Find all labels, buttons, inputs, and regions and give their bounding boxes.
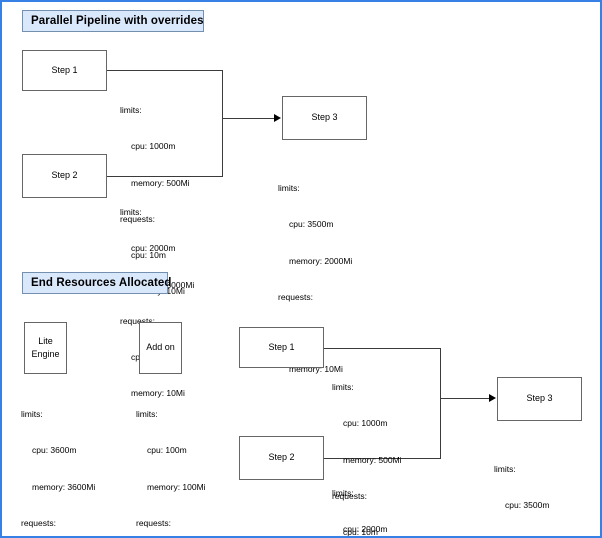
limits-label: limits: — [278, 183, 300, 194]
section-title-end-resources-allocated: End Resources Allocated — [22, 272, 171, 294]
requests-cpu: cpu: 10m — [131, 249, 166, 260]
node-label-line1: Lite — [38, 335, 53, 346]
limits-cpu: cpu: 1000m — [343, 418, 388, 429]
limits-label: limits: — [136, 409, 158, 420]
connector-bottom-to-step3 — [440, 398, 491, 399]
connector-bottom-step2-horizontal — [324, 458, 441, 459]
node-label: Step 3 — [311, 112, 338, 123]
connector-top-step2-horizontal — [107, 176, 223, 177]
node-bottom-step-1[interactable]: Step 1 — [239, 327, 324, 368]
connector-top-to-step3 — [222, 118, 276, 119]
connector-bottom-junction-vertical — [440, 348, 441, 458]
limits-memory: memory: 500Mi — [343, 454, 402, 465]
connector-top-step1-horizontal — [107, 70, 222, 71]
connector-top-junction-vertical — [222, 70, 223, 176]
node-top-step-2[interactable]: Step 2 — [22, 154, 107, 198]
limits-cpu: cpu: 3500m — [505, 500, 550, 511]
node-label: Step 2 — [268, 452, 295, 463]
spec-bottom-step-3: limits: cpu: 3500m memory: 2000Mi reques… — [494, 439, 568, 536]
node-label: Step 3 — [526, 393, 553, 404]
section-title-parallel-pipeline: Parallel Pipeline with overrides — [22, 10, 204, 32]
limits-cpu: cpu: 3600m — [32, 445, 77, 456]
node-label: Step 1 — [51, 64, 78, 75]
limits-label: limits: — [120, 207, 142, 218]
node-add-on[interactable]: Add on — [139, 322, 182, 374]
requests-label: requests: — [332, 490, 367, 501]
requests-memory: memory: 10Mi — [131, 388, 185, 399]
limits-cpu: cpu: 2000m — [343, 524, 388, 535]
limits-cpu: cpu: 2000m — [131, 243, 176, 254]
limits-memory: memory: 2000Mi — [289, 255, 353, 266]
node-label-line2: Engine — [31, 349, 60, 359]
limits-memory: memory: 500Mi — [131, 177, 190, 188]
requests-label: requests: — [120, 213, 155, 224]
limits-cpu: cpu: 100m — [147, 445, 187, 456]
node-lite-engine[interactable]: Lite Engine — [24, 322, 67, 374]
limits-label: limits: — [120, 105, 142, 116]
requests-label: requests: — [21, 517, 56, 528]
limits-cpu: cpu: 3500m — [289, 219, 334, 230]
spec-bottom-step-2: limits: cpu: 2000m memory: 3000Mi reques… — [332, 463, 406, 536]
requests-label: requests: — [136, 517, 171, 528]
requests-label: requests: — [278, 291, 313, 302]
limits-label: limits: — [332, 488, 354, 499]
node-label: Step 1 — [268, 341, 295, 352]
node-bottom-step-2[interactable]: Step 2 — [239, 436, 324, 480]
node-label: Step 2 — [51, 170, 78, 181]
requests-cpu: cpu: 10m — [343, 526, 378, 537]
limits-label: limits: — [332, 382, 354, 393]
spec-bottom-step-1: limits: cpu: 1000m memory: 500Mi request… — [332, 357, 402, 537]
connector-bottom-step1-horizontal — [324, 348, 440, 349]
node-top-step-3[interactable]: Step 3 — [282, 96, 367, 140]
arrowhead-top-step3 — [274, 114, 281, 122]
node-top-step-1[interactable]: Step 1 — [22, 50, 107, 91]
spec-lite-engine: limits: cpu: 3600m memory: 3600Mi reques… — [21, 384, 96, 536]
node-bottom-step-3[interactable]: Step 3 — [497, 377, 582, 421]
limits-memory: memory: 3600Mi — [32, 481, 96, 492]
requests-memory: memory: 10Mi — [289, 364, 343, 375]
limits-label: limits: — [21, 409, 43, 420]
spec-add-on: limits: cpu: 100m memory: 100Mi requests… — [136, 384, 206, 536]
limits-memory: memory: 100Mi — [147, 481, 206, 492]
limits-label: limits: — [494, 464, 516, 475]
arrowhead-bottom-step3 — [489, 394, 496, 402]
node-label: Add on — [146, 342, 175, 353]
limits-cpu: cpu: 1000m — [131, 141, 176, 152]
requests-label: requests: — [120, 315, 155, 326]
